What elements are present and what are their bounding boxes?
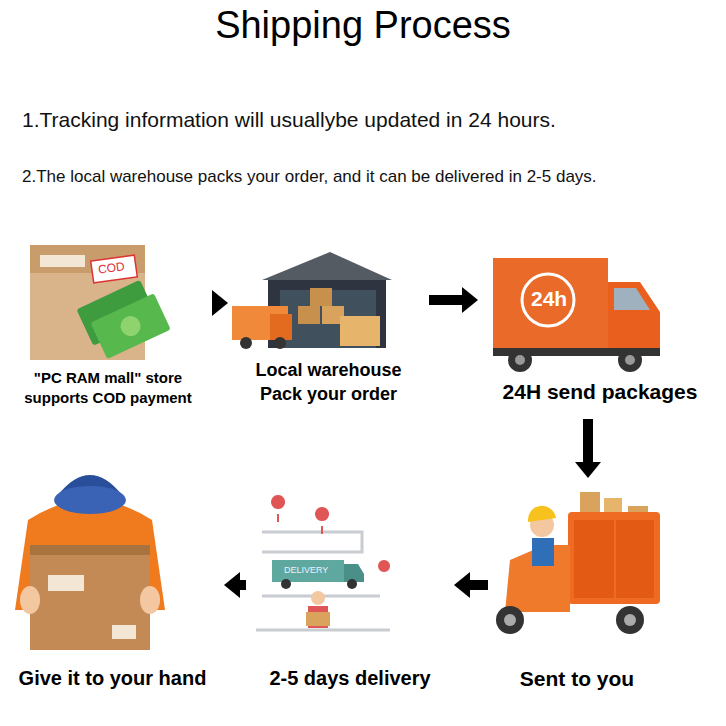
step-caption: 2-5 days delivery <box>250 665 450 692</box>
truck-lettering: DELIVERY <box>284 565 328 575</box>
flow-arrow <box>224 572 246 598</box>
truck-24h-illustration <box>493 258 660 372</box>
flow-arrow <box>575 419 601 478</box>
process-step: 24H send packages <box>482 250 718 415</box>
step-caption: Give it to your hand <box>5 665 220 692</box>
step-caption: Sent to you <box>492 665 662 693</box>
delivery-tricycle-illustration <box>496 492 660 634</box>
cod-parcel-illustration <box>30 245 171 362</box>
process-step: Local warehouse Pack your order <box>232 245 425 430</box>
process-step: 2-5 days delivery <box>250 495 450 704</box>
step-caption: Local warehouse Pack your order <box>241 358 416 407</box>
note-text: 2.The local warehouse packs your order, … <box>22 167 597 187</box>
warehouse-illustration <box>232 252 392 349</box>
step-caption: 24H send packages <box>482 378 718 406</box>
courier-person-illustration <box>15 475 165 650</box>
process-step: Give it to your hand <box>5 475 220 704</box>
step-caption: "PC RAM mall" store supports COD payment <box>8 368 208 409</box>
flow-arrow <box>429 287 478 313</box>
note-text: 1.Tracking information will usuallybe up… <box>22 108 556 132</box>
process-step: Sent to you <box>492 482 662 704</box>
diagram-title: Shipping Process <box>0 4 726 47</box>
process-step: "PC RAM mall" store supports COD payment <box>8 240 208 425</box>
delivery-truck-illustration <box>272 496 390 628</box>
flow-arrow <box>454 572 488 598</box>
flow-arrow <box>212 290 228 316</box>
delivery-route-illustration <box>256 532 390 630</box>
hours-badge: 24h <box>531 287 567 311</box>
